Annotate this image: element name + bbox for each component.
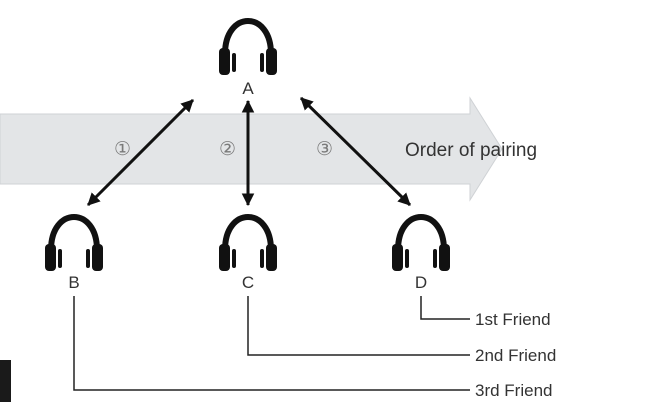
headset-c: C <box>219 217 277 292</box>
headphones-icon <box>45 217 103 271</box>
friend-2-label: 2nd Friend <box>475 346 556 365</box>
step-1-label: ① <box>114 138 131 160</box>
page-edge-tab <box>0 360 11 402</box>
node-a-label: A <box>242 79 254 98</box>
pairing-arrow-a-b <box>86 98 195 207</box>
friend-1-connector <box>420 296 470 320</box>
friend-2-connector <box>247 296 470 356</box>
headphones-icon <box>219 21 277 75</box>
step-2-label: ② <box>219 138 236 160</box>
band-label: Order of pairing <box>405 140 537 161</box>
headset-a: A <box>219 21 277 98</box>
pairing-arrow-a-d <box>299 96 412 207</box>
node-b-label: B <box>68 273 79 292</box>
headset-d: D <box>392 217 450 292</box>
friend-3-connector <box>73 296 470 391</box>
step-3-label: ③ <box>316 138 333 160</box>
friend-3-label: 3rd Friend <box>475 381 552 400</box>
friend-1-label: 1st Friend <box>475 310 551 329</box>
headphones-icon <box>219 217 277 271</box>
node-d-label: D <box>415 273 427 292</box>
headset-b: B <box>45 217 103 292</box>
node-c-label: C <box>242 273 254 292</box>
headphones-icon <box>392 217 450 271</box>
